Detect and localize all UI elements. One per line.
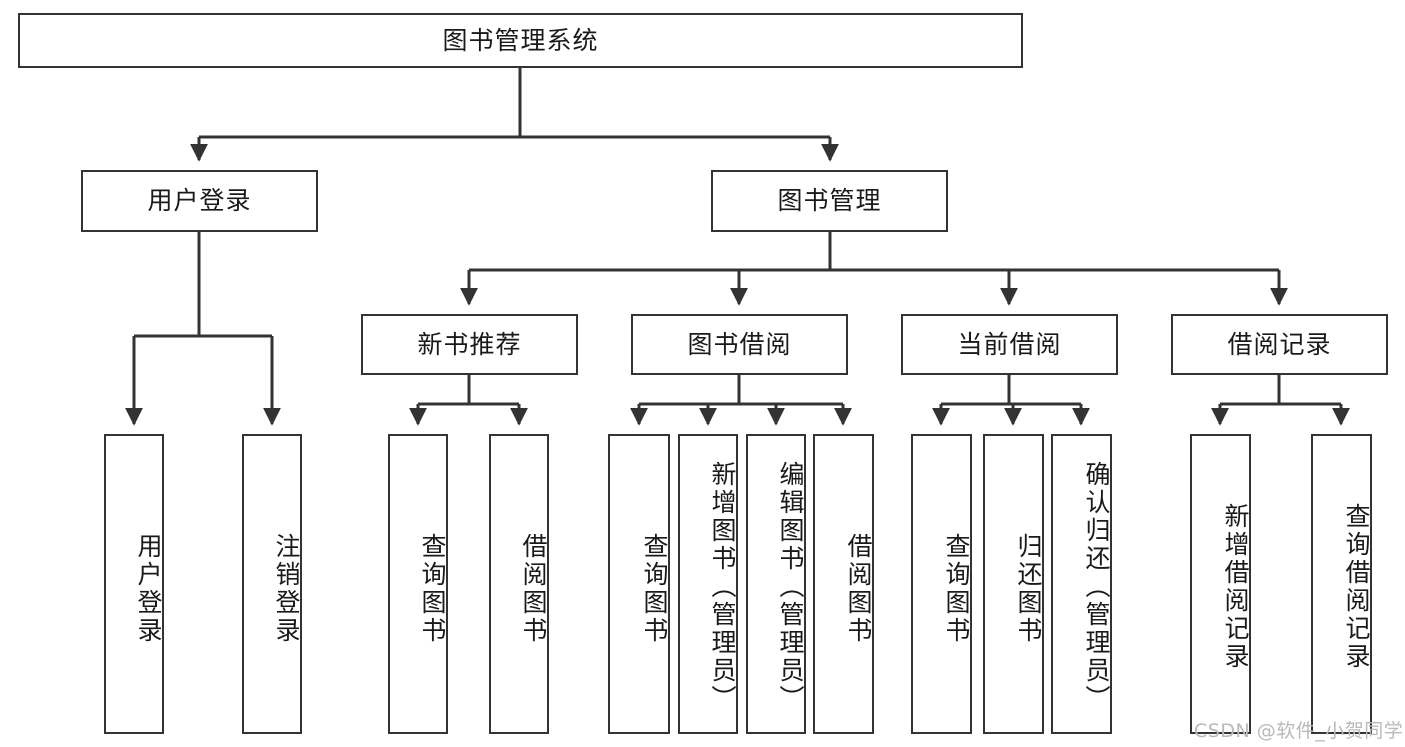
- node-book-manage[interactable]: 图书管理: [711, 170, 948, 232]
- node-leaf-add-book[interactable]: 新增图书（管理员）: [678, 434, 738, 734]
- node-leaf-user-login[interactable]: 用户登录: [104, 434, 164, 734]
- node-leaf-user-logout[interactable]: 注销登录: [242, 434, 302, 734]
- node-leaf-return-book[interactable]: 归还图书: [983, 434, 1044, 734]
- node-borrow-record[interactable]: 借阅记录: [1171, 314, 1388, 375]
- node-leaf-edit-book[interactable]: 编辑图书（管理员）: [746, 434, 806, 734]
- node-current-borrow[interactable]: 当前借阅: [901, 314, 1118, 375]
- node-new-book-recommend[interactable]: 新书推荐: [361, 314, 578, 375]
- node-user-login[interactable]: 用户登录: [81, 170, 318, 232]
- node-leaf-query-record[interactable]: 查询借阅记录: [1311, 434, 1372, 734]
- node-root[interactable]: 图书管理系统: [18, 13, 1023, 68]
- node-book-borrow[interactable]: 图书借阅: [631, 314, 848, 375]
- node-leaf-query-book-3[interactable]: 查询图书: [911, 434, 972, 734]
- node-leaf-confirm-return[interactable]: 确认归还（管理员）: [1051, 434, 1112, 734]
- csdn-watermark: CSDN @软件_小贺同学: [1194, 720, 1404, 742]
- node-leaf-borrow-book-2[interactable]: 借阅图书: [813, 434, 874, 734]
- node-leaf-query-book-2[interactable]: 查询图书: [608, 434, 670, 734]
- node-leaf-borrow-book-1[interactable]: 借阅图书: [489, 434, 549, 734]
- node-leaf-query-book-1[interactable]: 查询图书: [388, 434, 448, 734]
- node-leaf-add-record[interactable]: 新增借阅记录: [1190, 434, 1251, 734]
